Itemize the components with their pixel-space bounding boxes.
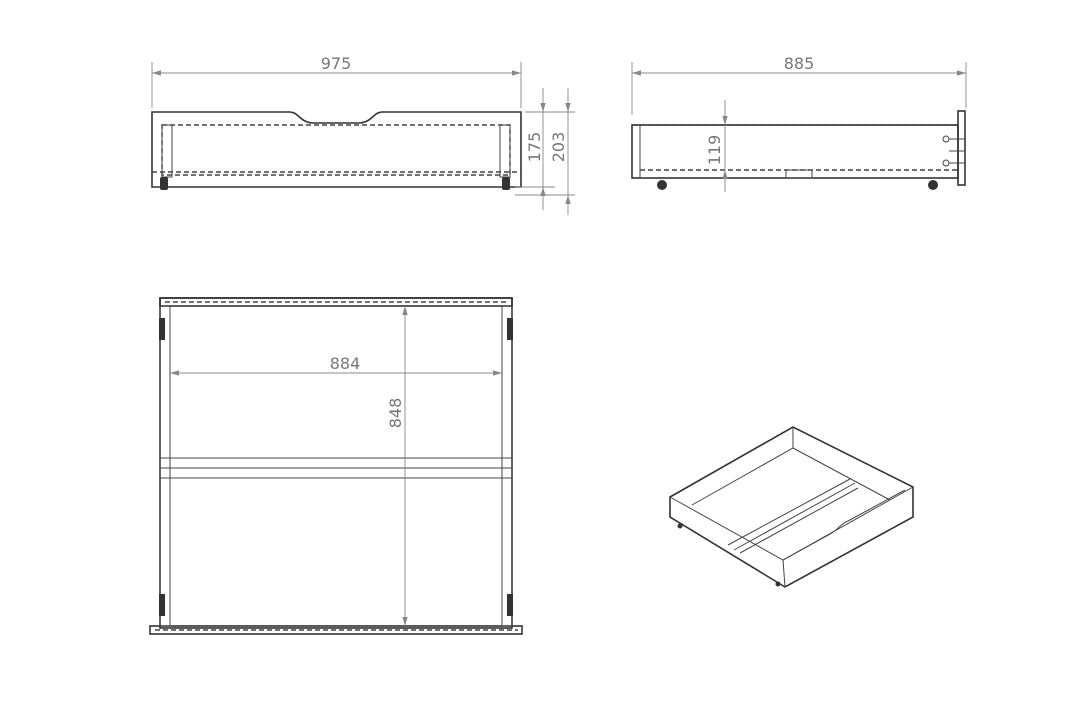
wheel-icon xyxy=(502,177,510,190)
side-view: 885 119 xyxy=(631,54,967,192)
depth-label: 885 xyxy=(784,54,815,73)
wheel-icon xyxy=(160,177,168,190)
inner-depth-label: 848 xyxy=(386,398,405,429)
front-view: 975 175 203 xyxy=(151,54,575,215)
wheel-icon xyxy=(677,523,683,529)
inner-width-label: 884 xyxy=(330,354,361,373)
width-label: 975 xyxy=(321,54,352,73)
side-height-label: 119 xyxy=(705,135,724,166)
wheel-icon xyxy=(928,180,938,190)
isometric-view xyxy=(669,426,914,588)
total-height-label: 203 xyxy=(549,132,568,163)
wheel-icon xyxy=(657,180,667,190)
top-view: 884 848 xyxy=(149,297,523,635)
wheel-icon xyxy=(775,581,781,587)
inner-height-label: 175 xyxy=(525,132,544,163)
